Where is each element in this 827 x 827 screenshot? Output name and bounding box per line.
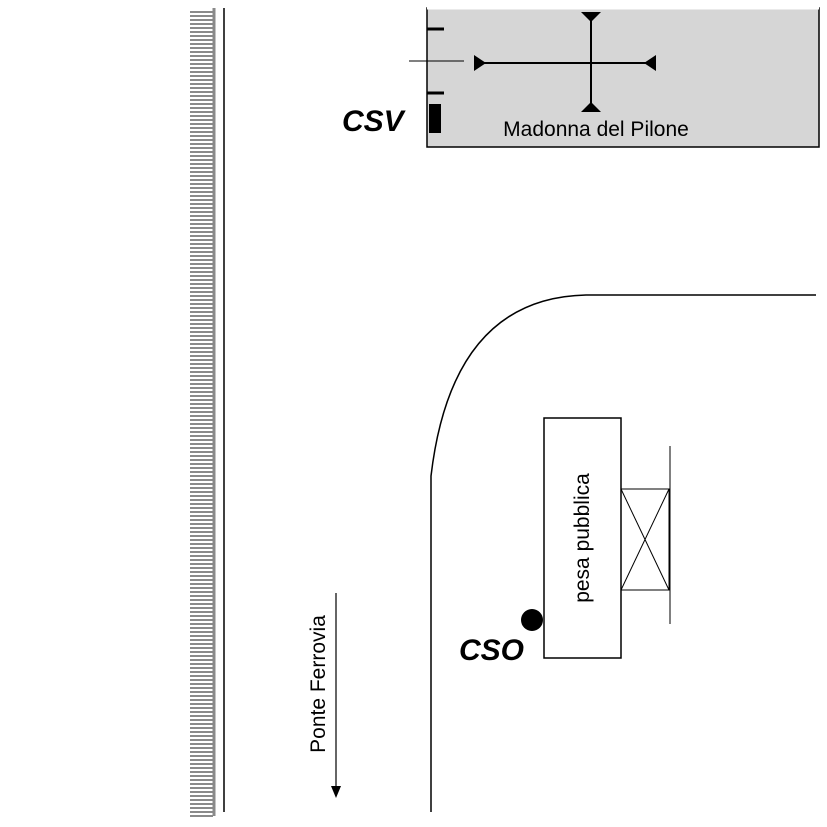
down-arrow-icon	[331, 786, 341, 798]
crossed-box-icon	[620, 446, 671, 624]
csv-marker-icon	[429, 104, 441, 133]
weighbridge-block	[543, 417, 622, 659]
weighbridge-label: pesa pubblica	[571, 473, 594, 603]
ponte-ferrovia-label: Ponte Ferrovia	[307, 615, 330, 753]
railway-ties	[190, 11, 213, 817]
cso-marker-icon	[521, 609, 543, 631]
csv-marker-group: CSV	[342, 104, 441, 138]
cso-marker-group: CSO	[459, 609, 543, 667]
csv-code: CSV	[342, 105, 407, 138]
building-madonna-del-pilone: Madonna del Pilone	[409, 6, 820, 148]
ponte-ferrovia-direction: Ponte Ferrovia	[307, 593, 341, 798]
building-name: Madonna del Pilone	[503, 118, 689, 141]
railway	[190, 8, 225, 817]
building-block	[426, 7, 820, 148]
weighbridge: pesa pubblica	[543, 417, 622, 659]
cso-code: CSO	[459, 634, 524, 667]
street-curb	[430, 294, 816, 812]
cross-dimension-icon	[474, 12, 656, 112]
